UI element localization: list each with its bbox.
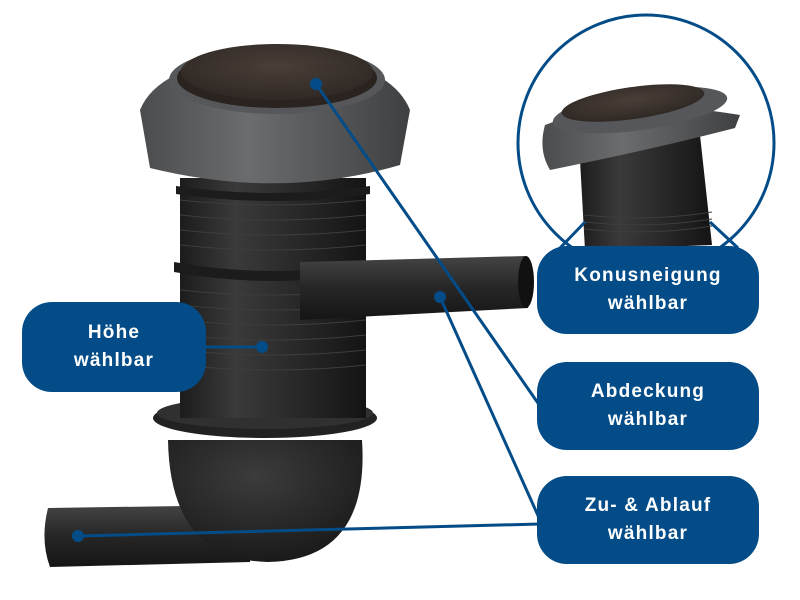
label-hoehe-waehlbar: Höhe wählbar bbox=[22, 302, 206, 392]
label-abdeckung-waehlbar: Abdeckung wählbar bbox=[537, 362, 759, 450]
label-zu-ablauf-waehlbar: Zu- & Ablauf wählbar bbox=[537, 476, 759, 564]
label-konusneigung-waehlbar: Konusneigung wählbar bbox=[537, 246, 759, 334]
callout-dot-outlet bbox=[72, 530, 84, 542]
manhole-cover bbox=[177, 44, 377, 108]
callout-line-abdeckung bbox=[314, 83, 542, 407]
inlet-pipe bbox=[300, 256, 534, 320]
label-hoehe-line1: Höhe bbox=[87, 322, 141, 343]
label-abdeckung-line2: wählbar bbox=[607, 409, 689, 430]
callout-line-zuab-outlet bbox=[77, 522, 541, 538]
callout-lines bbox=[77, 83, 740, 538]
callout-dots bbox=[72, 78, 446, 542]
label-abdeckung-line1: Abdeckung bbox=[590, 381, 706, 402]
label-zuab-line2: wählbar bbox=[607, 523, 689, 544]
inset-detail bbox=[516, 13, 776, 273]
label-zuab-line1: Zu- & Ablauf bbox=[584, 495, 712, 516]
callout-line-konus-right bbox=[708, 220, 740, 250]
callout-dot-abdeckung bbox=[310, 78, 322, 90]
callout-dot-hoehe bbox=[256, 341, 268, 353]
callout-dot-pipe bbox=[434, 291, 446, 303]
label-konus-line2: wählbar bbox=[607, 293, 689, 314]
label-konus-line1: Konusneigung bbox=[574, 265, 722, 286]
callout-line-konus-left bbox=[558, 220, 587, 250]
callout-line-zuab-pipe bbox=[438, 296, 542, 521]
label-hoehe-line2: wählbar bbox=[73, 350, 155, 371]
